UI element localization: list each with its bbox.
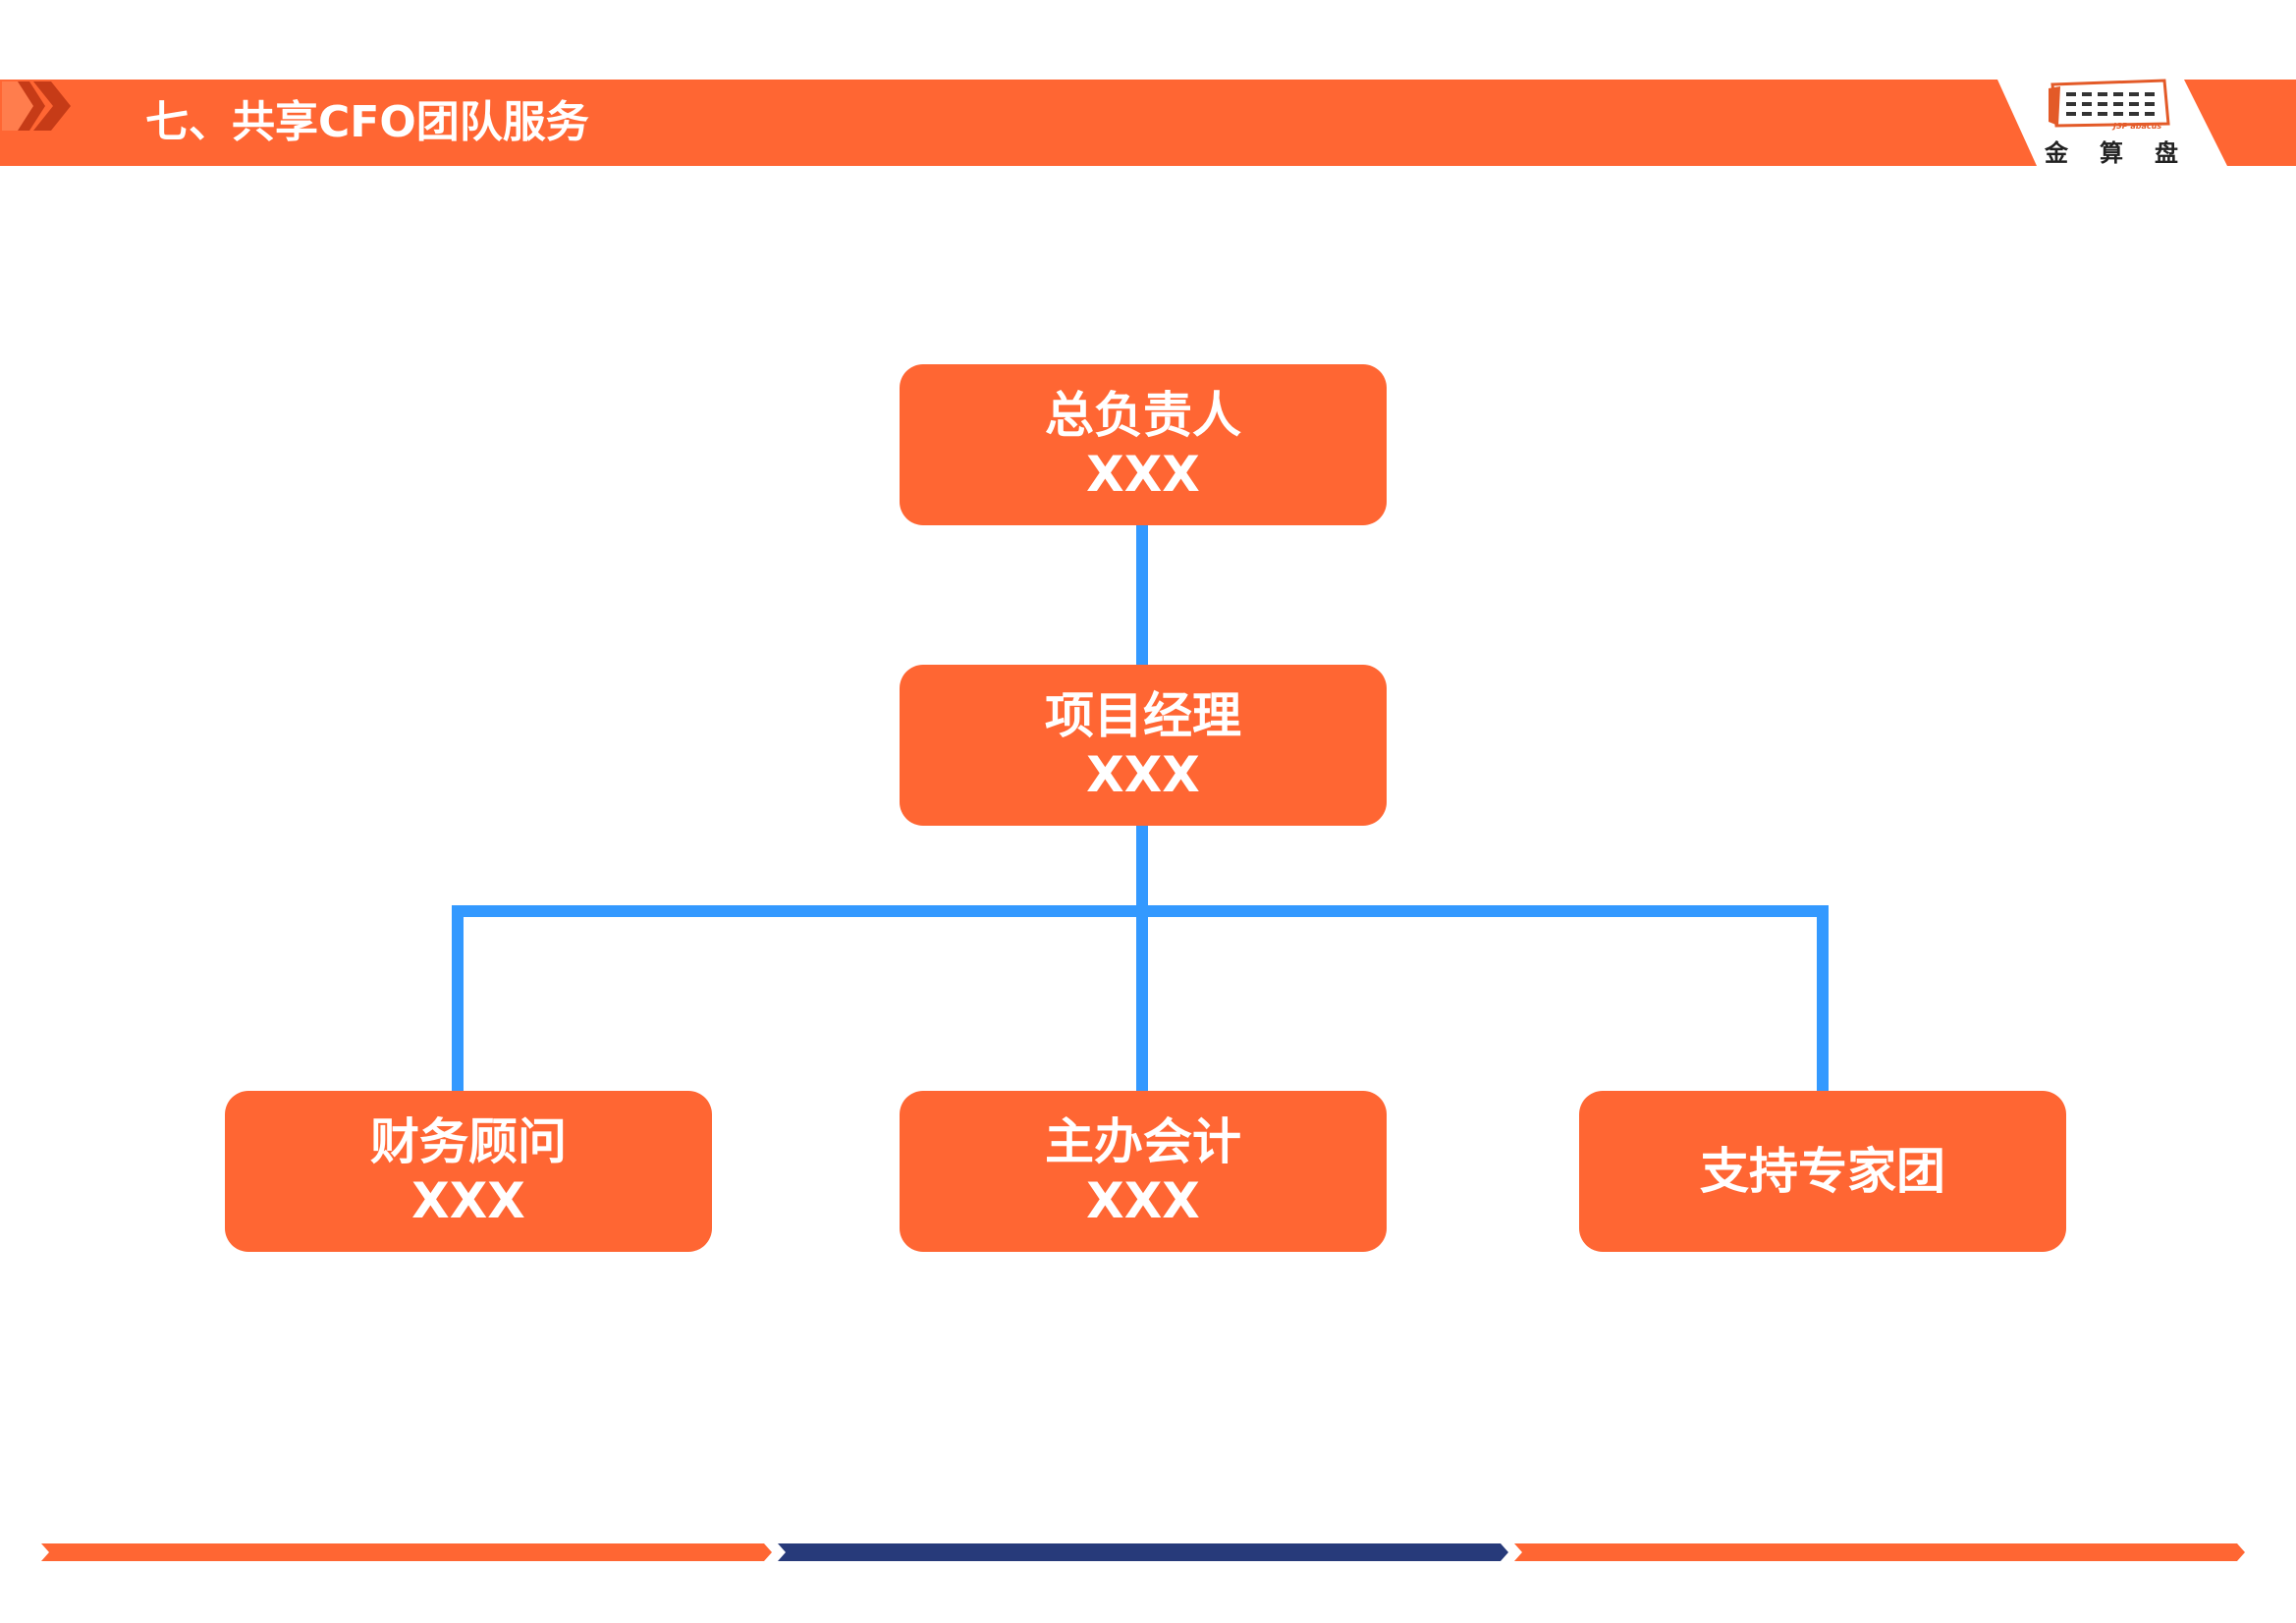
node-expert-team[interactable]: 支持专家团 xyxy=(1579,1091,2066,1252)
node-finance-advisor-title: 财务顾问 xyxy=(370,1113,567,1170)
node-manager-title: 项目经理 xyxy=(1045,687,1241,744)
jsp-logo-icon xyxy=(2049,79,2170,128)
node-manager[interactable]: 项目经理 XXX xyxy=(900,665,1387,826)
node-head-title: 总负责人 xyxy=(1045,387,1241,444)
node-head-name: XXX xyxy=(1086,446,1200,503)
footer-bar-center xyxy=(778,1543,1508,1561)
double-chevron-icon xyxy=(2,81,71,131)
node-lead-accountant-title: 主办会计 xyxy=(1045,1113,1241,1170)
header-bar: 七、共享CFO团队服务 xyxy=(0,80,2296,166)
footer-bars xyxy=(41,1543,2245,1561)
node-lead-accountant[interactable]: 主办会计 XXX xyxy=(900,1091,1387,1252)
logo-char-3: 盘 xyxy=(2155,138,2178,167)
node-expert-team-title: 支持专家团 xyxy=(1700,1143,1945,1200)
header-background xyxy=(0,80,2296,166)
logo-char-2: 算 xyxy=(2100,138,2123,167)
page-title: 七、共享CFO团队服务 xyxy=(145,97,589,147)
node-finance-advisor[interactable]: 财务顾问 XXX xyxy=(225,1091,712,1252)
footer-bar-left xyxy=(41,1543,772,1561)
logo-subtitle: JSP abacus xyxy=(2113,122,2162,131)
node-manager-name: XXX xyxy=(1086,746,1200,803)
logo-char-1: 金 xyxy=(2045,138,2068,167)
node-head[interactable]: 总负责人 XXX xyxy=(900,364,1387,525)
node-lead-accountant-name: XXX xyxy=(1086,1172,1200,1229)
node-finance-advisor-name: XXX xyxy=(411,1172,525,1229)
logo-text: 金 算 盘 xyxy=(2045,134,2178,168)
footer-bar-right xyxy=(1514,1543,2245,1561)
